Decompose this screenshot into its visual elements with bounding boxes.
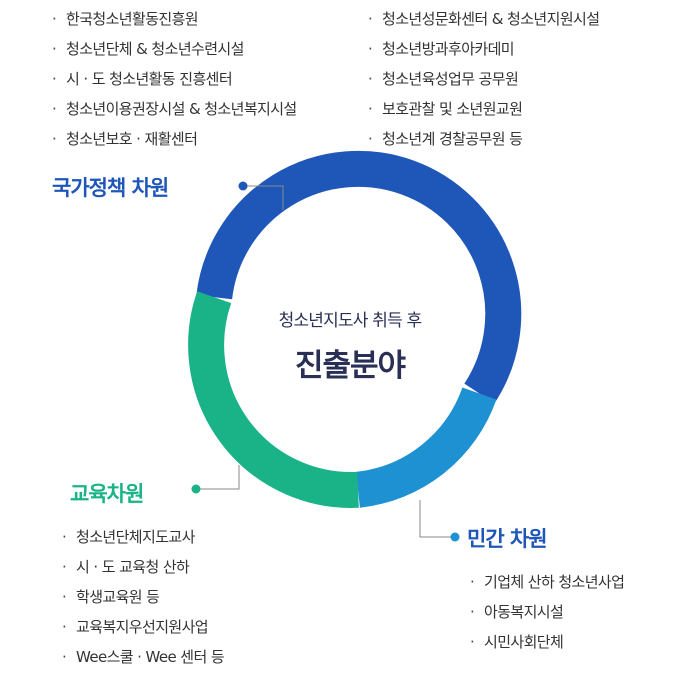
ring-segment-national (196, 150, 522, 404)
connector-dot-education (191, 484, 201, 494)
list-item: ·시 · 도 청소년활동 진흥센터 (52, 64, 297, 94)
center-subtitle: 청소년지도사 취득 후 (278, 311, 423, 331)
list-item: ·청소년단체지도교사 (62, 522, 224, 552)
list-item: ·교육복지우선지원사업 (62, 612, 224, 642)
national-items-right: ·청소년성문화센터 & 청소년지원시설 ·청소년방과후아카데미 ·청소년육성업무… (368, 4, 600, 154)
list-item: ·청소년육성업무 공무원 (368, 64, 599, 94)
ring-segment-private (355, 387, 497, 508)
education-items: ·청소년단체지도교사 ·시 · 도 교육청 산하 ·학생교육원 등 ·교육복지우… (62, 522, 225, 672)
private-items: ·기업체 산하 청소년사업 ·아동복지시설 ·시민사회단체 (470, 567, 625, 657)
list-item: ·시 · 도 교육청 산하 (62, 552, 224, 582)
bullet: · (62, 648, 67, 666)
bullet: · (470, 603, 475, 621)
list-item: ·청소년이용권장시설 & 청소년복지시설 (52, 94, 297, 124)
connector-national (243, 185, 284, 210)
list-item: ·기업체 산하 청소년사업 (470, 567, 625, 597)
bullet: · (52, 130, 57, 148)
bullet: · (470, 633, 475, 651)
bullet: · (62, 528, 67, 546)
heading-education: 교육차원 (70, 482, 144, 506)
list-item: ·청소년성문화센터 & 청소년지원시설 (368, 4, 600, 34)
bullet: · (62, 588, 67, 606)
list-item: ·청소년계 경찰공무원 등 (368, 124, 599, 154)
connector-education (196, 465, 240, 490)
list-item: ·청소년방과후아카데미 (368, 34, 599, 64)
list-item: ·한국청소년활동진흥원 (52, 4, 297, 34)
bullet: · (52, 10, 57, 28)
connector-dot-national (238, 181, 248, 191)
list-item: ·아동복지시설 (470, 597, 624, 627)
list-item: ·학생교육원 등 (62, 582, 224, 612)
list-item: ·청소년보호 · 재활센터 (52, 124, 297, 154)
bullet: · (368, 70, 373, 88)
bullet: · (52, 40, 57, 58)
bullet: · (62, 558, 67, 576)
list-item: ·시민사회단체 (470, 627, 624, 657)
list-item: ·보호관찰 및 소년원교원 (368, 94, 599, 124)
bullet: · (52, 70, 57, 88)
list-item: ·청소년단체 & 청소년수련시설 (52, 34, 297, 64)
bullet: · (368, 40, 373, 58)
bullet: · (52, 100, 57, 118)
bullet: · (368, 100, 373, 118)
ring-segment-education (188, 291, 359, 508)
bullet: · (470, 573, 475, 591)
national-items-left: ·한국청소년활동진흥원 ·청소년단체 & 청소년수련시설 ·시 · 도 청소년활… (52, 4, 297, 154)
connector-dot-private (450, 532, 460, 542)
bullet: · (368, 130, 373, 148)
bullet: · (368, 10, 373, 28)
bullet: · (62, 618, 67, 636)
heading-private: 민간 차원 (467, 527, 548, 551)
connector-private (419, 500, 455, 538)
heading-national-policy: 국가정책 차원 (52, 176, 169, 200)
list-item: ·Wee스쿨 · Wee 센터 등 (62, 642, 225, 672)
center-title: 진출분야 (294, 348, 406, 384)
